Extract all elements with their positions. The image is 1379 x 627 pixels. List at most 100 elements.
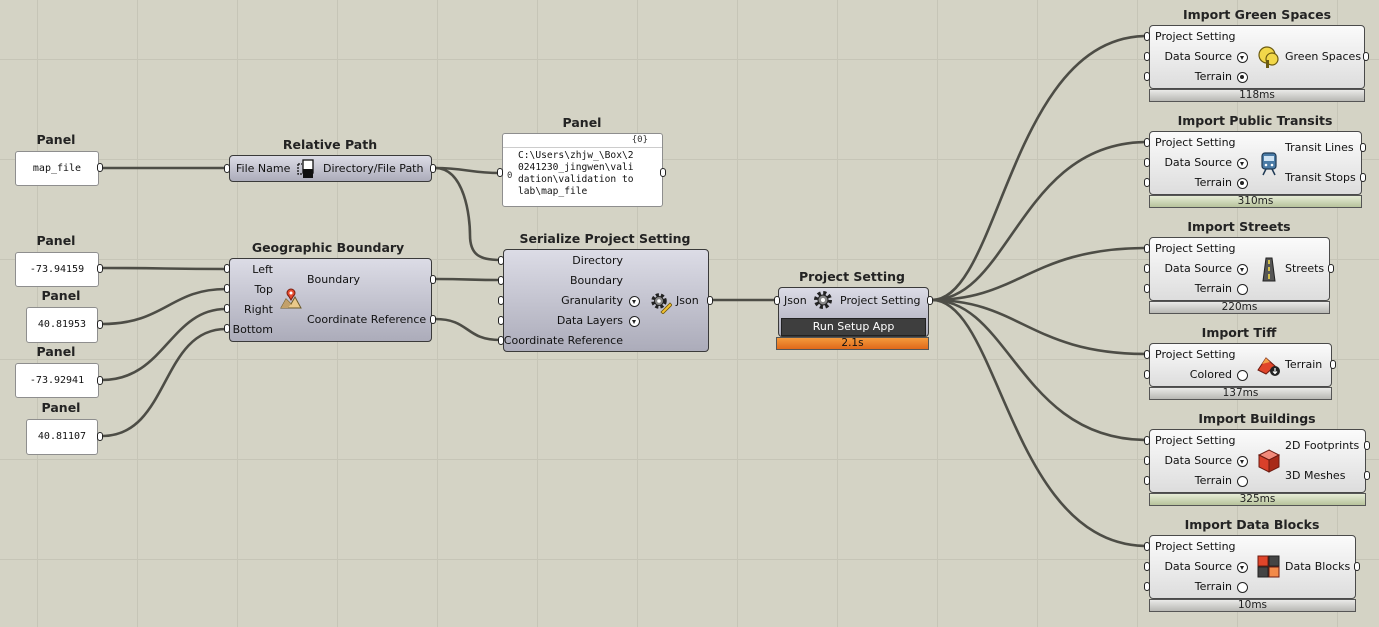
terrain-download-icon (1257, 357, 1280, 376)
serialize-project-setting-component[interactable]: Directory Boundary Granularity Data Laye… (503, 249, 709, 352)
input-port[interactable] (498, 256, 504, 265)
input-port[interactable] (1144, 284, 1150, 293)
dropdown-indicator[interactable] (629, 316, 640, 327)
input-port[interactable] (1144, 138, 1150, 147)
toggle-indicator[interactable] (1237, 582, 1248, 593)
input-port[interactable] (497, 168, 503, 177)
map-file-panel[interactable]: map_file (15, 151, 99, 186)
input-port[interactable] (1144, 158, 1150, 167)
toggle-indicator[interactable] (1237, 72, 1248, 83)
output-port[interactable] (97, 320, 103, 329)
input-port[interactable] (1144, 562, 1150, 571)
path-line: 0241230_jingwen\vali (518, 162, 634, 173)
dropdown-indicator[interactable] (629, 296, 640, 307)
output-port[interactable] (97, 432, 103, 441)
input-port[interactable] (1144, 476, 1150, 485)
output-port[interactable] (97, 264, 103, 273)
output-label: Directory/File Path (323, 162, 424, 175)
dropdown-indicator[interactable] (1237, 562, 1248, 573)
input-port[interactable] (1144, 264, 1150, 273)
input-port[interactable] (498, 296, 504, 305)
input-port[interactable] (1144, 244, 1150, 253)
input-port[interactable] (1144, 436, 1150, 445)
left-coordinate-panel[interactable]: -73.94159 (15, 252, 99, 287)
output-port[interactable] (707, 296, 713, 305)
input-port[interactable] (1144, 178, 1150, 187)
output-port[interactable] (1328, 264, 1334, 273)
input-port[interactable] (1144, 72, 1150, 81)
top-coordinate-panel[interactable]: 40.81953 (26, 307, 98, 343)
input-port[interactable] (224, 324, 230, 333)
toggle-indicator[interactable] (1237, 284, 1248, 295)
output-port[interactable] (97, 376, 103, 385)
input-label: File Name (236, 162, 291, 175)
input-port[interactable] (224, 164, 230, 173)
tree-icon (1258, 46, 1279, 68)
toggle-indicator[interactable] (1237, 178, 1248, 189)
import-streets-component[interactable]: Project Setting Data Source Terrain Stre… (1149, 237, 1330, 301)
output-port[interactable] (430, 315, 436, 324)
input-label: Data Source (1164, 454, 1232, 467)
output-port[interactable] (1364, 471, 1370, 480)
dropdown-indicator[interactable] (1237, 456, 1248, 467)
panel-title: Panel (36, 132, 76, 147)
dropdown-indicator[interactable] (1237, 264, 1248, 275)
input-port[interactable] (224, 284, 230, 293)
input-port[interactable] (1144, 32, 1150, 41)
output-port[interactable] (927, 296, 933, 305)
output-label: Boundary (307, 273, 360, 286)
input-port[interactable] (1144, 52, 1150, 61)
right-coordinate-panel[interactable]: -73.92941 (15, 363, 99, 398)
project-setting-component[interactable]: Json Project Setting Run Setup App (778, 287, 929, 337)
input-port[interactable] (1144, 542, 1150, 551)
output-port[interactable] (1330, 360, 1336, 369)
timing-bar: 137ms (1149, 387, 1332, 400)
import-tiff-component[interactable]: Project Setting Colored Terrain (1149, 343, 1332, 387)
import-buildings-component[interactable]: Project Setting Data Source Terrain 2D F… (1149, 429, 1366, 493)
input-port[interactable] (774, 296, 780, 305)
input-port[interactable] (224, 304, 230, 313)
output-label: Terrain (1285, 358, 1323, 371)
output-label: Coordinate Reference (307, 313, 427, 326)
bottom-coordinate-panel[interactable]: 40.81107 (26, 419, 98, 455)
panel-value: -73.94159 (29, 264, 85, 275)
geographic-boundary-component[interactable]: Left Top Right Bottom Boundary Coordinat… (229, 258, 432, 342)
component-title: Import Data Blocks (1184, 517, 1320, 532)
input-port[interactable] (498, 316, 504, 325)
output-port[interactable] (1363, 52, 1369, 61)
toggle-indicator[interactable] (1237, 370, 1248, 381)
wire (434, 277, 501, 282)
data-blocks-icon (1257, 555, 1280, 578)
input-port[interactable] (498, 276, 504, 285)
component-title: Import Tiff (1201, 325, 1277, 340)
output-label: Transit Stops (1285, 171, 1356, 184)
input-port[interactable] (1144, 582, 1150, 591)
output-port[interactable] (97, 163, 103, 172)
input-label: Colored (1189, 368, 1232, 381)
relative-path-component[interactable]: File Name Directory/File Path (229, 155, 432, 182)
dropdown-indicator[interactable] (1237, 52, 1248, 63)
dropdown-indicator[interactable] (1237, 158, 1248, 169)
import-green-spaces-component[interactable]: Project Setting Data Source Terrain Gree… (1149, 25, 1365, 89)
output-port[interactable] (660, 168, 666, 177)
import-data-blocks-component[interactable]: Project Setting Data Source Terrain Data… (1149, 535, 1356, 599)
input-label: Data Source (1164, 560, 1232, 573)
input-port[interactable] (1144, 370, 1150, 379)
input-port[interactable] (1144, 350, 1150, 359)
output-port[interactable] (430, 164, 436, 173)
output-port[interactable] (1360, 173, 1366, 182)
output-port[interactable] (1360, 143, 1366, 152)
import-public-transits-component[interactable]: Project Setting Data Source Terrain Tran… (1149, 131, 1362, 195)
component-title: Geographic Boundary (251, 240, 405, 255)
toggle-indicator[interactable] (1237, 476, 1248, 487)
run-setup-app-button[interactable]: Run Setup App (781, 318, 926, 336)
input-port[interactable] (224, 264, 230, 273)
output-label: Streets (1285, 262, 1325, 275)
input-port[interactable] (498, 336, 504, 345)
output-port[interactable] (430, 275, 436, 284)
output-port[interactable] (1364, 441, 1370, 450)
wire (931, 298, 1148, 442)
path-output-panel[interactable]: {0} 0 C:\Users\zhjw_\Box\2 0241230_jingw… (502, 133, 663, 207)
output-port[interactable] (1354, 562, 1360, 571)
input-port[interactable] (1144, 456, 1150, 465)
